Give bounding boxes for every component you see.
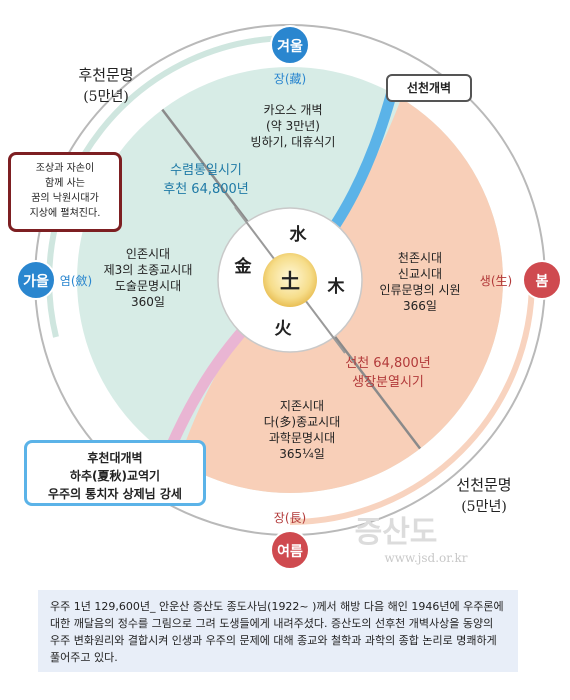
watermark-url: www.jsd.or.kr bbox=[384, 551, 467, 565]
season-summer-label: 여름 bbox=[277, 543, 303, 560]
season-autumn-label: 가을 bbox=[23, 274, 49, 290]
paradise-line-2: 함께 사는 bbox=[45, 178, 85, 189]
later-heaven-title: 후천문명 bbox=[78, 66, 133, 84]
season-spring-label: 봄 bbox=[536, 274, 549, 290]
rest-period-line-2: 후천 64,800년 bbox=[163, 182, 249, 197]
heaven-era-line-2: 신교시대 bbox=[398, 267, 442, 281]
later-opening-line-3: 우주의 통치자 상제님 강세 bbox=[48, 487, 182, 501]
earth-era-line-2: 다(多)종교시대 bbox=[264, 415, 341, 429]
rest-period-line-1: 수렴통일시기 bbox=[170, 163, 242, 178]
season-winter: 겨울 bbox=[270, 25, 310, 65]
earth-era-line-4: 365¼일 bbox=[279, 447, 325, 461]
earth-core bbox=[263, 253, 317, 307]
element-water: 水 bbox=[290, 224, 308, 245]
heaven-era-line-1: 천존시대 bbox=[398, 250, 442, 265]
earlier-heaven-arc bbox=[289, 279, 535, 525]
later-opening-line-2: 하추(夏秋)교역기 bbox=[69, 469, 161, 483]
caption: 우주 1년 129,600년_ 안운산 증산도 종도사님(1922~ )께서 해… bbox=[38, 590, 518, 672]
human-era-line-4: 360일 bbox=[131, 295, 165, 309]
season-autumn: 가을 bbox=[16, 260, 56, 300]
heaven-era-line-3: 인류문명의 시원 bbox=[379, 283, 460, 297]
paradise-line-4: 지상에 펼쳐진다. bbox=[29, 208, 101, 219]
chaos-line-2: (약 3만년) bbox=[266, 118, 320, 133]
element-metal: 金 bbox=[234, 256, 253, 277]
human-era-line-1: 인존시대 bbox=[126, 247, 170, 261]
season-spring: 봄 bbox=[522, 260, 562, 300]
human-era-line-3: 도술문명시대 bbox=[115, 279, 181, 293]
later-opening-line-1: 후천대개벽 bbox=[87, 451, 143, 465]
earlier-opening-callout: 선천개벽 bbox=[386, 74, 472, 102]
season-summer: 여름 bbox=[270, 530, 310, 570]
phase-right: 생(生) bbox=[480, 274, 512, 288]
phase-bottom: 장(長) bbox=[274, 511, 306, 525]
watermark-title: 증산도 bbox=[355, 515, 438, 550]
growth-period-line-2: 생장분열시기 bbox=[352, 375, 424, 390]
phase-left: 염(斂) bbox=[60, 273, 92, 288]
season-winter-label: 겨울 bbox=[277, 38, 303, 55]
element-wood: 木 bbox=[327, 276, 346, 297]
heaven-era-line-4: 366일 bbox=[403, 299, 437, 313]
caption-text: 우주 1년 129,600년_ 안운산 증산도 종도사님(1922~ )께서 해… bbox=[50, 600, 504, 664]
earth-era-line-3: 과학문명시대 bbox=[269, 431, 335, 445]
phase-top: 장(藏) bbox=[274, 72, 306, 86]
earlier-heaven-title: 선천문명 bbox=[456, 476, 511, 494]
element-earth: 土 bbox=[280, 269, 300, 293]
later-opening-callout: 후천대개벽 하추(夏秋)교역기 우주의 통치자 상제님 강세 bbox=[24, 440, 206, 506]
chaos-line-1: 카오스 개벽 bbox=[263, 103, 322, 117]
earth-era-line-1: 지존시대 bbox=[280, 399, 324, 413]
paradise-callout: 조상과 자손이 함께 사는 꿈의 낙원시대가 지상에 펼쳐진다. bbox=[8, 152, 122, 232]
human-era-line-2: 제3의 초종교시대 bbox=[104, 263, 193, 277]
paradise-line-3: 꿈의 낙원시대가 bbox=[31, 193, 99, 204]
element-fire: 火 bbox=[275, 319, 293, 339]
paradise-line-1: 조상과 자손이 bbox=[35, 163, 95, 174]
growth-period-line-1: 선천 64,800년 bbox=[345, 356, 431, 371]
earlier-heaven-years: (5만년) bbox=[461, 499, 507, 515]
later-heaven-years: (5만년) bbox=[83, 89, 129, 105]
earlier-opening-label: 선천개벽 bbox=[406, 81, 452, 95]
chaos-line-3: 빙하기, 대휴식기 bbox=[251, 135, 336, 149]
